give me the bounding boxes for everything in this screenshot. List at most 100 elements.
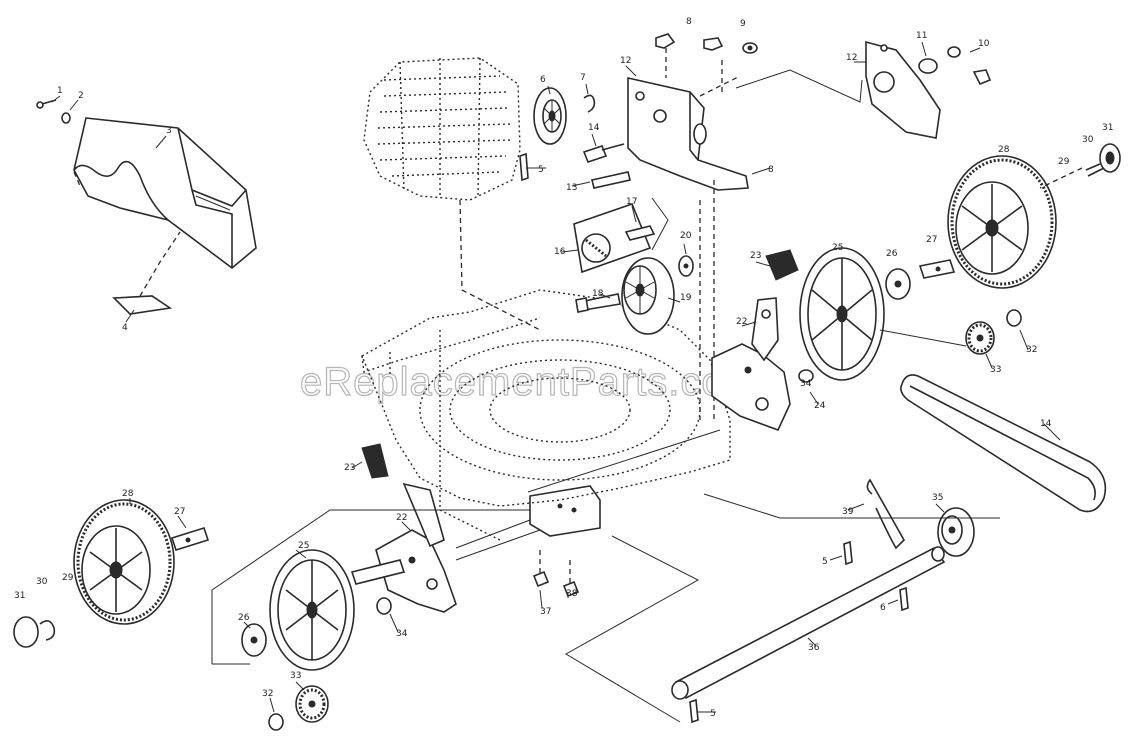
- callout-8b: 8: [768, 165, 774, 175]
- callout-10: 10: [978, 39, 990, 49]
- callout-32-top: 12: [846, 53, 857, 63]
- callout-29-right: 29: [1058, 157, 1070, 167]
- idler-pulley-part: [621, 257, 675, 335]
- roll-pin-part-3: [689, 698, 699, 724]
- callout-24: 24: [814, 401, 826, 411]
- callout-38: 38: [566, 589, 578, 599]
- lower-pulley-part: [937, 507, 975, 557]
- callout-5c: 5: [710, 709, 716, 719]
- callout-3: 3: [166, 126, 172, 136]
- right-bracket-plate-part: [735, 40, 992, 139]
- spacer-part: [678, 255, 694, 277]
- callout-16: 16: [554, 247, 566, 257]
- right-height-adjuster-part: [711, 297, 791, 432]
- roll-pin-part-2: [899, 586, 909, 612]
- clip-part: [583, 94, 596, 113]
- callout-35: 35: [932, 493, 943, 503]
- callout-14: 14: [588, 123, 600, 133]
- callout-36: 36: [808, 643, 820, 653]
- left-rear-wheel-part: [73, 499, 175, 625]
- hairpin-clip-part: [866, 478, 905, 550]
- washer-part: [61, 112, 71, 124]
- callout-28-right: 28: [998, 145, 1010, 155]
- callout-27-right: 27: [926, 235, 937, 245]
- callout-22-right: 22: [736, 317, 747, 327]
- misc-dashed-leaders: [73, 48, 1083, 189]
- callout-2: 2: [78, 91, 84, 101]
- right-drive-wheel-part: [799, 247, 885, 381]
- adjuster-handle-grip-left: [361, 443, 389, 479]
- hex-bolts-top: [655, 33, 758, 54]
- callout-6: 6: [540, 75, 546, 85]
- callout-17: 17: [626, 197, 637, 207]
- rear-deflector-part: [73, 117, 257, 270]
- callout-39: 39: [842, 507, 854, 517]
- callout-18: 18: [592, 289, 604, 299]
- callout-30-left: 30: [36, 577, 48, 587]
- label-decal-part: [112, 231, 181, 315]
- callout-25-left: 25: [298, 541, 309, 551]
- callout-33-right: 33: [990, 365, 1001, 375]
- callout-31-right: 31: [1102, 123, 1113, 133]
- pinion-gear-part-left: [268, 685, 329, 731]
- deck-rear-lip: [529, 485, 601, 537]
- callout-27-left: 27: [174, 507, 185, 517]
- callout-26-right: 26: [886, 249, 898, 259]
- callout-1: 1: [57, 86, 63, 96]
- callout-23-right: 23: [750, 251, 761, 261]
- callout-4: 4: [122, 323, 128, 333]
- left-height-adjuster-part: [375, 482, 457, 613]
- lower-left-leaders: [211, 429, 721, 665]
- callout-19: 19: [680, 293, 692, 303]
- pinion-gear-part-right: [879, 309, 1022, 355]
- drive-shaft-part: [671, 546, 946, 700]
- callout-labels: 1 2 3 4 6 7 5 14 13 8 9 12 12 11 10 8 17…: [14, 17, 1113, 719]
- hub-cap-part-left: [13, 616, 56, 648]
- callout-29-left: 29: [62, 573, 74, 583]
- callout-28-left: 28: [122, 489, 134, 499]
- deck-bolts-part: [532, 550, 580, 598]
- callout-20: 20: [680, 231, 692, 241]
- left-drive-wheel-part: [269, 549, 355, 671]
- callout-31-left: 31: [14, 591, 25, 601]
- hub-cap-part-right: [1085, 143, 1121, 177]
- washer-part-26r: [885, 268, 911, 300]
- lower-right-leaders: [565, 493, 1000, 723]
- watermark-text: eReplacementParts.com: [300, 360, 759, 404]
- nut-part: [798, 369, 814, 383]
- adjuster-handle-grip-right: [765, 249, 799, 281]
- bolt-part-2: [591, 171, 631, 189]
- callout-5: 5: [538, 165, 544, 175]
- callout-34-left: 34: [396, 629, 408, 639]
- upper-pulley-part: [533, 87, 567, 145]
- callout-14-belt: 14: [1040, 419, 1052, 429]
- bolt-part: [582, 143, 625, 163]
- axle-bushing-part-27r: [918, 259, 956, 279]
- callout-23-left: 23: [344, 463, 355, 473]
- nut-part-34l: [376, 597, 392, 615]
- callout-5b: 5: [822, 557, 828, 567]
- key-pin-part: [519, 152, 529, 182]
- callout-7: 7: [580, 73, 586, 83]
- callout-34-right: 34: [800, 379, 812, 389]
- callout-6b: 6: [880, 603, 886, 613]
- callout-22-left: 22: [396, 513, 407, 523]
- right-rear-wheel-part: [947, 155, 1057, 289]
- callout-25-right: 25: [832, 243, 843, 253]
- callout-33-left: 33: [290, 671, 301, 681]
- engine-outline: [363, 57, 541, 331]
- callout-9: 9: [740, 19, 746, 29]
- washer-part-26l: [241, 623, 267, 657]
- gearbox-part: [573, 197, 669, 274]
- drive-belt-part: [900, 374, 1107, 513]
- axle-bushing-part-27l: [170, 527, 210, 551]
- callout-12: 12: [620, 56, 631, 66]
- callout-13: 13: [566, 183, 577, 193]
- callout-30-right: 30: [1082, 135, 1094, 145]
- callout-32-left: 32: [262, 689, 273, 699]
- callout-11: 11: [916, 31, 927, 41]
- callout-37: 37: [540, 607, 551, 617]
- roll-pin-part-1: [843, 540, 853, 566]
- left-axle-stub: [350, 519, 541, 585]
